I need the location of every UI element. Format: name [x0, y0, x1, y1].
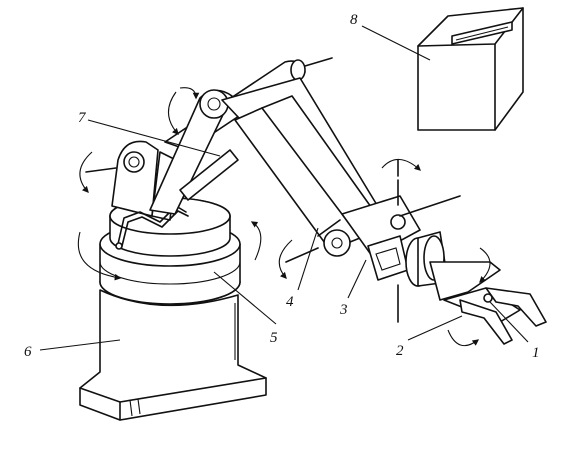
wrist	[341, 195, 461, 323]
label-5: 5	[270, 330, 278, 346]
leader-lines	[39, 25, 529, 351]
rotation-arrows	[77, 87, 491, 347]
label-6: 6	[24, 344, 32, 360]
gripper	[405, 231, 547, 345]
robot-base	[79, 289, 267, 421]
controller-cabinet	[417, 7, 524, 131]
label-2: 2	[396, 343, 404, 359]
label-7: 7	[78, 110, 87, 126]
label-4: 4	[286, 294, 294, 310]
forearm	[221, 77, 381, 257]
label-8: 8	[350, 12, 358, 28]
label-1: 1	[532, 345, 540, 361]
label-3: 3	[339, 302, 348, 318]
